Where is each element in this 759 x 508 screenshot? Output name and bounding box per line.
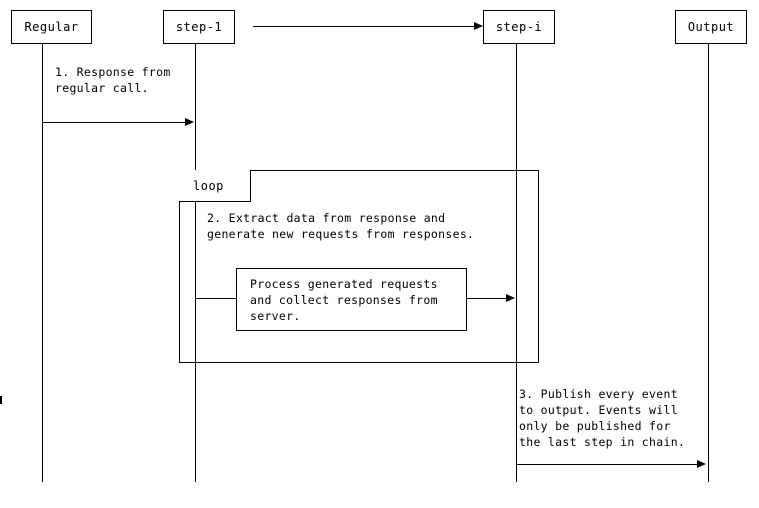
lifeline-step-1 (195, 44, 196, 482)
message-line-4 (516, 464, 698, 465)
message-label-1: 1. Response from regular call. (55, 65, 171, 95)
lifeline-output (708, 44, 709, 482)
arrowhead-icon-chain-link (474, 22, 483, 30)
message-line-1 (42, 122, 186, 123)
note-box-process-requests: Process generated requests and collect r… (236, 268, 467, 331)
loop-fragment-tab: loop (179, 170, 251, 202)
arrowhead-icon-4 (697, 460, 706, 468)
loop-fragment-frame (179, 170, 539, 363)
lifeline-regular (42, 44, 43, 482)
edge-artifact-mark (0, 396, 2, 404)
message-line-chain-link (253, 26, 475, 27)
participant-box-regular[interactable]: Regular (11, 10, 92, 44)
participant-label-step-i: step-i (495, 20, 543, 34)
loop-fragment-label: loop (193, 178, 224, 193)
participant-box-step-1[interactable]: step-1 (163, 10, 235, 44)
message-label-4: 3. Publish every event to output. Events… (519, 387, 686, 449)
participant-box-output[interactable]: Output (675, 10, 747, 44)
arrowhead-icon-1 (185, 118, 194, 126)
participant-label-output: Output (687, 20, 735, 34)
participant-box-step-i[interactable]: step-i (483, 10, 555, 44)
participant-label-regular: Regular (24, 20, 79, 34)
arrowhead-icon-3 (506, 294, 515, 302)
participant-label-step-1: step-1 (175, 20, 223, 34)
message-label-2: 2. Extract data from response and genera… (207, 211, 475, 241)
lifeline-step-i (516, 44, 517, 482)
